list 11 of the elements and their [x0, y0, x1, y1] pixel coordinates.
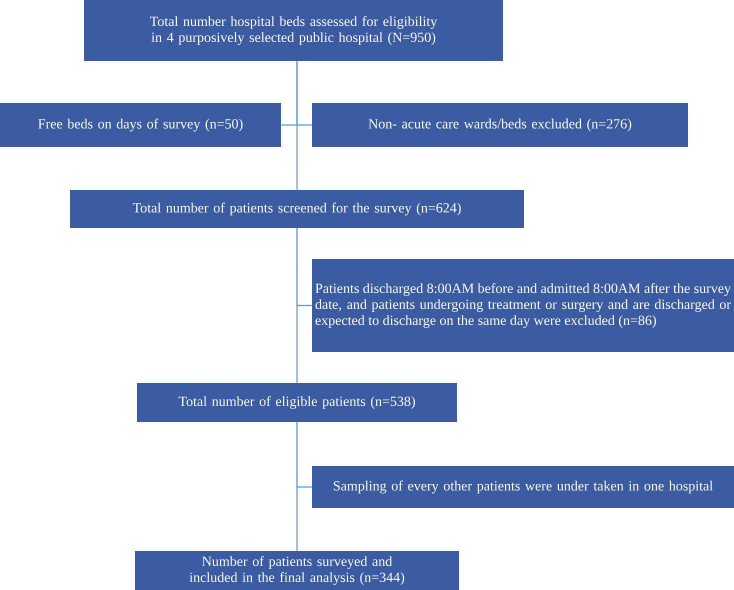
- flow-box: Sampling of every other patients were under taken in one hospital: [312, 466, 734, 508]
- flow-box: Patients discharged 8:00AM before and admitted 8:00AM after the survey date, and patients undergoing treatment or surgery and are discharged or expected to discharge on the same day were excluded (n=86): [312, 259, 734, 352]
- flow-box: Free beds on days of survey (n=50): [0, 103, 281, 147]
- connector-line: [296, 422, 298, 551]
- connector-line: [296, 228, 298, 383]
- flow-box: Total number hospital beds assessed for eligibility in 4 purposively selected public hospital (N=950): [84, 0, 503, 61]
- connector-line: [296, 61, 298, 190]
- flow-box: Total number of patients screened for the survey (n=624): [70, 190, 524, 228]
- flow-box: Non- acute care wards/beds excluded (n=276): [312, 103, 688, 147]
- flow-box: Number of patients surveyed and included in the final analysis (n=344): [135, 551, 459, 590]
- flow-box: Total number of eligible patients (n=538): [137, 383, 457, 422]
